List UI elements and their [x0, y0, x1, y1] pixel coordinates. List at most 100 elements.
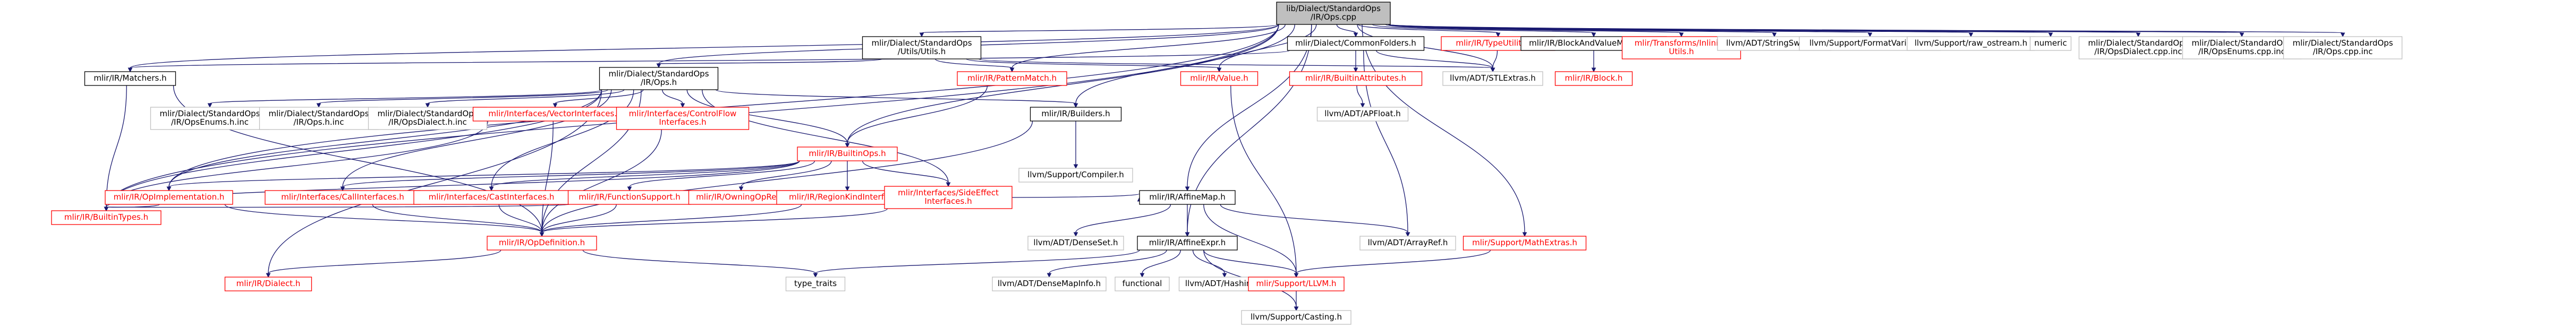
node-opshinc: mlir/Dialect/StandardOps/IR/Ops.h.inc — [259, 107, 379, 130]
node-opdef[interactable]: mlir/IR/OpDefinition.h — [487, 236, 597, 251]
edge-line — [715, 89, 1076, 104]
edge-funcsupport-to-builtintypes — [104, 204, 571, 212]
node-box — [2078, 36, 2198, 59]
node-builtintypes[interactable]: mlir/IR/BuiltinTypes.h — [51, 210, 161, 225]
node-box — [616, 107, 750, 130]
node-label: llvm/ADT/DenseMapInfo.h — [998, 279, 1101, 288]
node-block[interactable]: mlir/IR/Block.h — [1554, 71, 1633, 86]
edge-line — [209, 89, 602, 104]
edge-arrowhead — [1522, 232, 1527, 237]
node-box — [1027, 236, 1124, 251]
edge-line — [224, 204, 542, 233]
node-box — [1018, 168, 1133, 183]
node-root[interactable]: lib/Dialect/StandardOps/IR/Ops.cpp — [1276, 2, 1391, 25]
edge-arrowhead — [845, 186, 850, 192]
edge-arrowhead — [207, 103, 212, 108]
node-label: /IR/Ops.h.inc — [293, 117, 344, 127]
edge-line — [498, 204, 542, 233]
node-value[interactable]: mlir/IR/Value.h — [1180, 71, 1259, 86]
edge-arrowhead — [1353, 67, 1358, 73]
edge-arrowhead — [1073, 103, 1078, 108]
node-funcsupport[interactable]: mlir/IR/FunctionSupport.h — [567, 190, 692, 205]
node-common[interactable]: mlir/Dialect/CommonFolders.h — [1287, 36, 1425, 51]
edge-blockmap-to-block — [1591, 50, 1596, 73]
edge-arrowhead — [738, 186, 744, 192]
edge-line — [168, 24, 1279, 187]
edge-line — [168, 160, 800, 187]
node-label: llvm/Support/Compiler.h — [1027, 170, 1124, 179]
node-label: functional — [1123, 279, 1162, 288]
edge-arrowhead — [1867, 32, 1873, 38]
edge-opsh-to-vectoriface — [552, 89, 644, 108]
edge-affinemap-to-arrayref — [1220, 204, 1410, 237]
edge-root-to-inlining — [1385, 24, 1684, 38]
node-label: llvm/Support/FormatVariadic.h — [1809, 38, 1931, 48]
node-label: mlir/IR/BuiltinOps.h — [809, 149, 886, 158]
node-stlextras: llvm/ADT/STLExtras.h — [1442, 71, 1543, 86]
edge-line — [106, 204, 571, 208]
node-calliface[interactable]: mlir/Interfaces/CallInterfaces.h — [265, 190, 421, 205]
node-label: /IR/OpsDialect.h.inc — [388, 117, 467, 127]
edge-line — [686, 89, 848, 144]
node-denseset: llvm/ADT/DenseSet.h — [1027, 236, 1124, 251]
node-castiface[interactable]: mlir/Interfaces/CastInterfaces.h — [413, 190, 569, 205]
edge-arrowhead — [1405, 232, 1410, 237]
node-opimpl[interactable]: mlir/IR/OpImplementation.h — [105, 190, 233, 205]
edge-value-to-llvmh — [1230, 85, 1299, 278]
edge-opsh-to-opsenumsh — [207, 89, 602, 108]
node-box — [1241, 310, 1351, 325]
edge-utils-to-opsh — [656, 58, 883, 68]
node-label: /IR/Ops.cpp — [1311, 12, 1356, 22]
node-builtinattr[interactable]: mlir/IR/BuiltinAttributes.h — [1289, 71, 1423, 86]
edge-sideeffect-to-opdef — [539, 208, 888, 237]
node-box — [472, 107, 638, 122]
node-box — [84, 71, 176, 86]
node-opsenumsh: mlir/Dialect/StandardOps/IR/OpsEnums.h.i… — [150, 107, 270, 130]
node-label: llvm/ADT/ArrayRef.h — [1368, 238, 1448, 247]
node-label: /IR/Ops.h — [641, 77, 677, 87]
node-label: /IR/OpsEnums.cpp.inc — [2198, 47, 2285, 56]
edge-builtinattr-to-apfloat — [1356, 85, 1365, 108]
node-box — [1137, 236, 1238, 251]
node-dialect[interactable]: mlir/IR/Dialect.h — [224, 277, 312, 291]
edge-arrowhead — [340, 186, 345, 192]
edge-line — [847, 85, 988, 144]
edge-arrowhead — [1353, 32, 1358, 38]
node-utils[interactable]: mlir/Dialect/StandardOps/Utils/Utils.h — [862, 36, 982, 59]
edge-opimpl-to-opdef — [224, 204, 545, 237]
node-affineexpr[interactable]: mlir/IR/AffineExpr.h — [1137, 236, 1238, 251]
node-builders[interactable]: mlir/IR/Builders.h — [1030, 107, 1122, 122]
node-matchers[interactable]: mlir/IR/Matchers.h — [84, 71, 176, 86]
node-patternmatch[interactable]: mlir/IR/PatternMatch.h — [957, 71, 1067, 86]
edge-line — [1220, 204, 1408, 233]
node-box — [567, 190, 692, 205]
edge-arrowhead — [1073, 232, 1078, 237]
node-mathextras[interactable]: mlir/Support/MathExtras.h — [1463, 236, 1587, 251]
node-label: mlir/IR/BuiltinTypes.h — [64, 212, 148, 222]
node-label: mlir/Interfaces/CastInterfaces.h — [429, 192, 555, 202]
edge-opsh-to-opsdialecthinc — [425, 89, 625, 108]
node-builtinops[interactable]: mlir/IR/BuiltinOps.h — [797, 147, 898, 161]
node-densemapinfo: llvm/ADT/DenseMapInfo.h — [992, 277, 1107, 291]
node-opsh[interactable]: mlir/Dialect/StandardOps/IR/Ops.h — [599, 67, 719, 90]
node-box — [1248, 277, 1345, 291]
edge-line — [342, 160, 800, 187]
node-opsenumscpp: mlir/Dialect/StandardOps/IR/OpsEnums.cpp… — [2182, 36, 2302, 59]
edge-root-to-common — [1336, 24, 1358, 38]
node-label: mlir/IR/AffineMap.h — [1149, 192, 1226, 202]
node-vectoriface[interactable]: mlir/Interfaces/VectorInterfaces.h — [472, 107, 638, 122]
node-label: mlir/IR/Builders.h — [1041, 109, 1110, 118]
node-affinemap[interactable]: mlir/IR/AffineMap.h — [1139, 190, 1236, 205]
edge-line — [1376, 50, 1493, 68]
node-label: llvm/ADT/DenseSet.h — [1033, 238, 1118, 247]
node-box — [1442, 71, 1543, 86]
edge-line — [921, 24, 1279, 33]
node-box — [1139, 190, 1236, 205]
node-llvmh[interactable]: mlir/Support/LLVM.h — [1248, 277, 1345, 291]
edge-line — [1075, 204, 1171, 233]
node-label: Interfaces.h — [924, 196, 972, 206]
